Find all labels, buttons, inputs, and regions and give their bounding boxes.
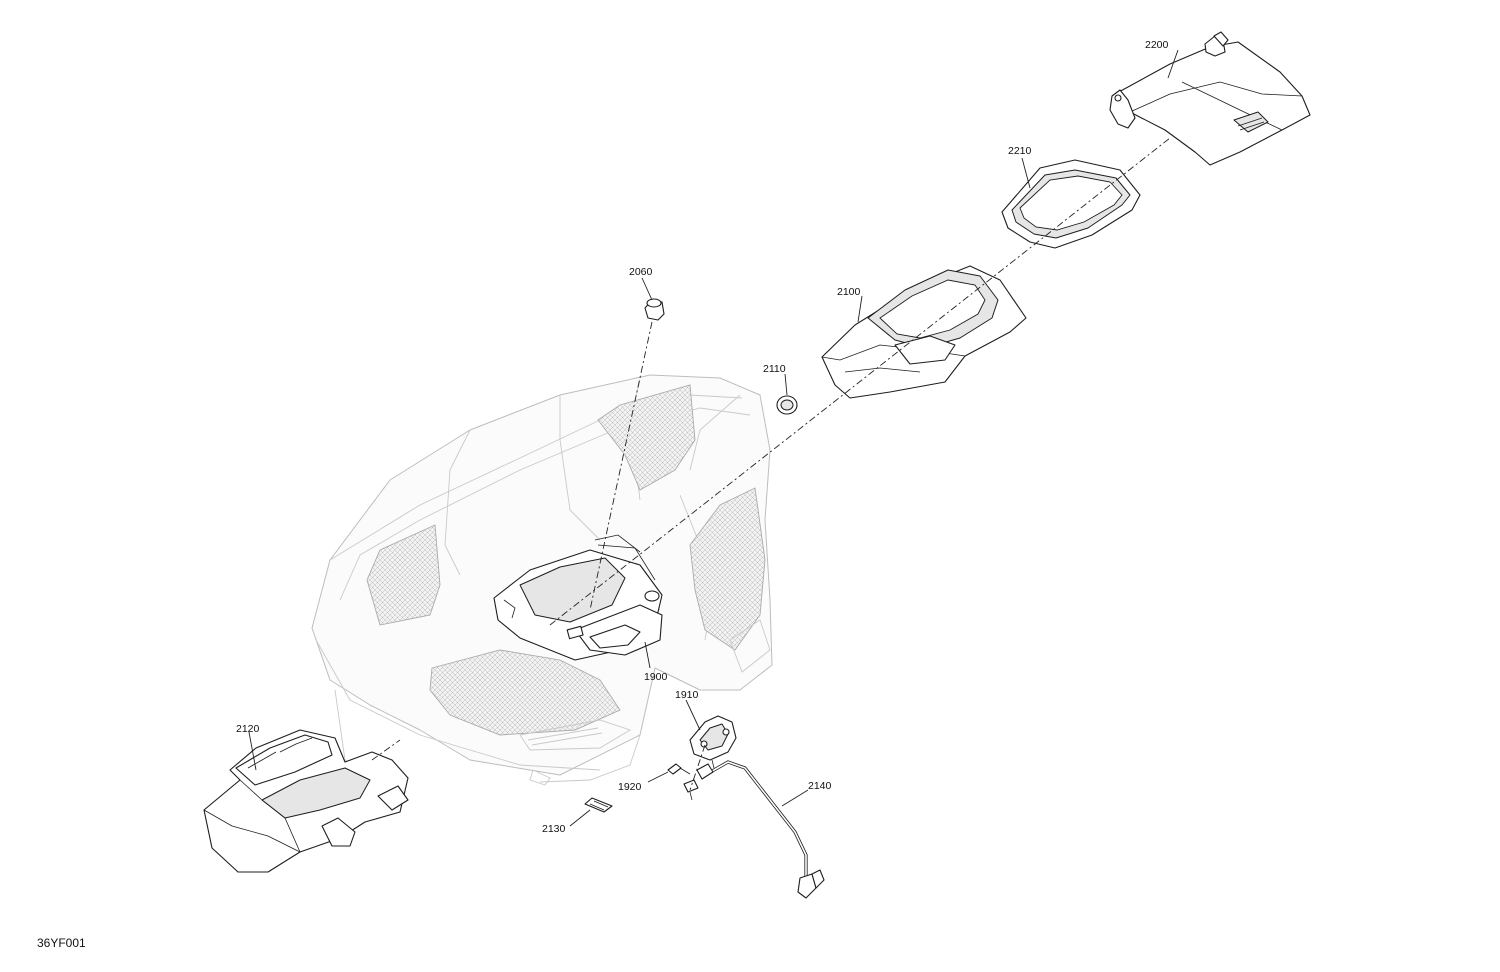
figure-code: 36YF001 xyxy=(37,936,86,950)
part-2100-insert xyxy=(821,265,1027,399)
part-1910-latch xyxy=(689,715,737,769)
part-1920-screw xyxy=(667,763,691,775)
callout-1900: 1900 xyxy=(644,671,668,683)
callout-labels: 2200 2210 2060 2100 2110 1900 1910 2120 … xyxy=(37,39,1169,950)
callout-2060: 2060 xyxy=(629,266,653,278)
part-2140-cable xyxy=(683,760,825,899)
part-2130-pad xyxy=(584,797,613,813)
callout-2200: 2200 xyxy=(1145,39,1169,51)
callout-2130: 2130 xyxy=(542,823,566,835)
part-2060-clip xyxy=(644,298,665,321)
callout-1920: 1920 xyxy=(618,781,642,793)
part-2210-seal-ring xyxy=(1001,159,1141,249)
callout-2110: 2110 xyxy=(763,363,786,375)
part-2200-lid xyxy=(1109,31,1311,166)
callout-2100: 2100 xyxy=(837,286,861,298)
callout-2210: 2210 xyxy=(1008,145,1032,157)
part-2120-storage-bin xyxy=(203,729,409,873)
leader-lines xyxy=(248,49,1179,827)
callout-2140: 2140 xyxy=(808,780,832,792)
callout-1910: 1910 xyxy=(675,689,699,701)
part-2110-plug xyxy=(776,395,798,415)
assembly-axes xyxy=(371,137,1171,791)
callout-2120: 2120 xyxy=(236,723,260,735)
part-1900-glovebox-tub xyxy=(493,534,663,661)
